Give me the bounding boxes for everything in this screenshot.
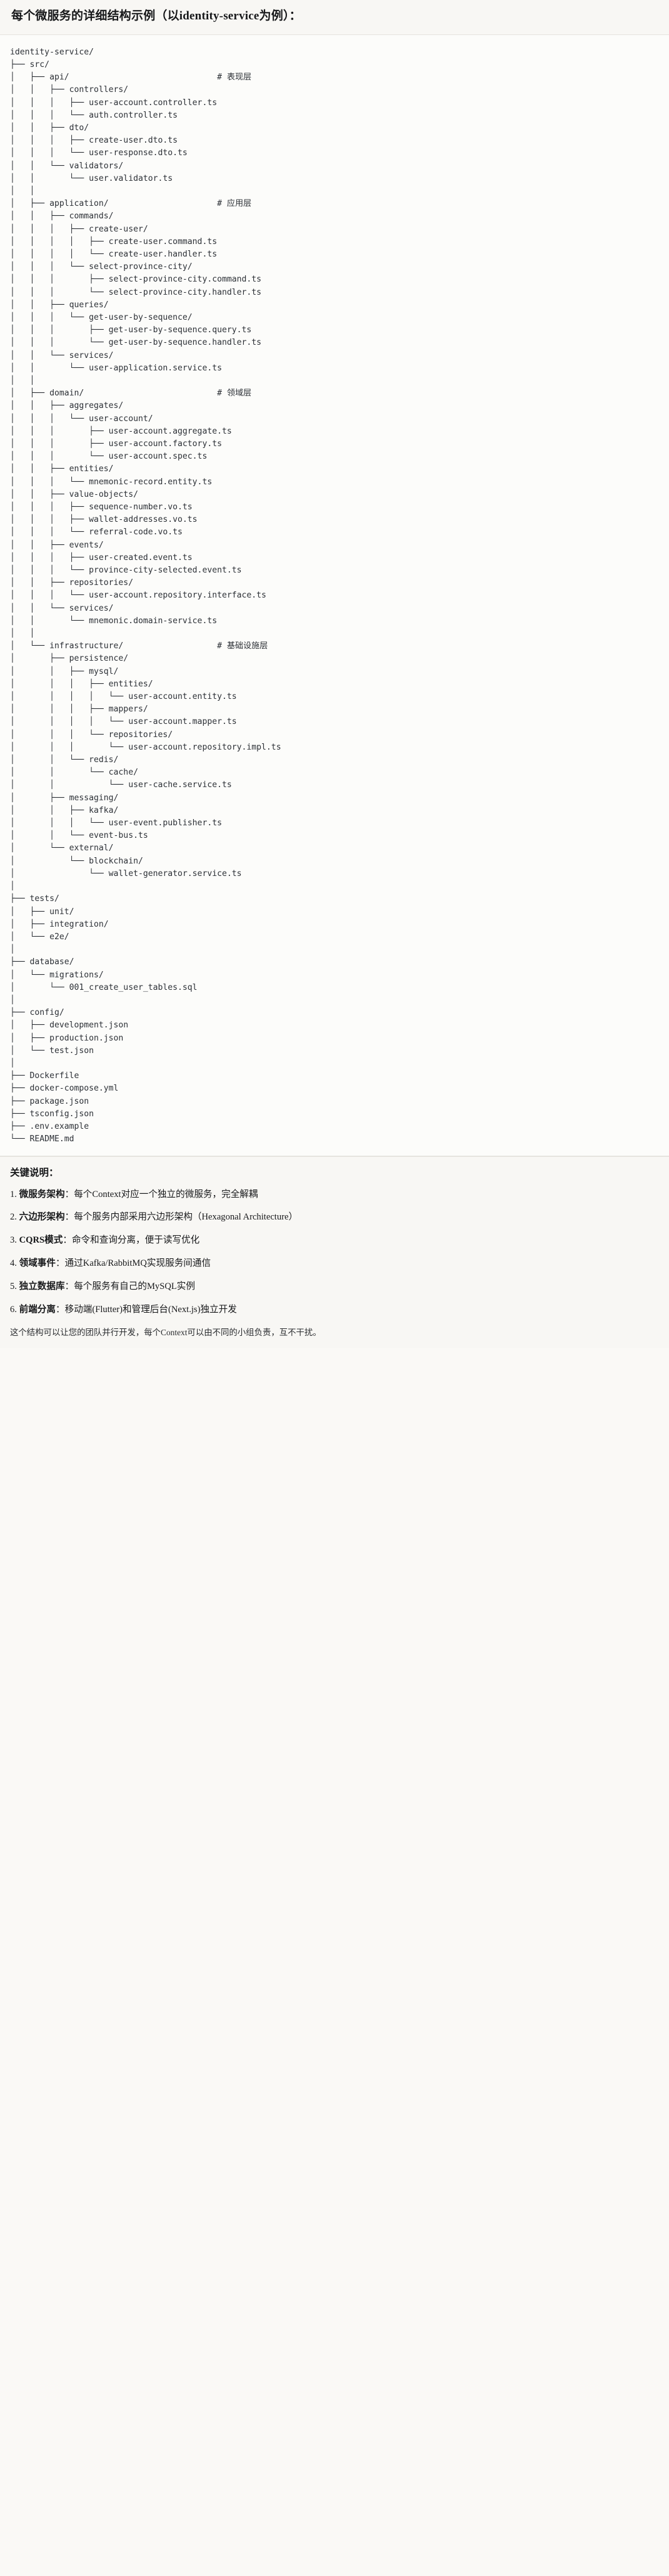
key-note-term: 微服务架构 bbox=[19, 1189, 65, 1199]
key-note-number: 2. bbox=[10, 1212, 17, 1223]
key-note-number: 5. bbox=[10, 1281, 17, 1292]
key-note-term: CQRS模式 bbox=[19, 1235, 63, 1246]
key-note-term: 前端分离 bbox=[19, 1304, 56, 1315]
key-note-number: 4. bbox=[10, 1258, 17, 1269]
key-note-description: ：移动端(Flutter)和管理后台(Next.js)独立开发 bbox=[56, 1304, 237, 1315]
key-note-item: 3. CQRS模式：命令和查询分离，便于读写优化 bbox=[10, 1234, 659, 1248]
page-title: 每个微服务的详细结构示例（以identity-service为例）： bbox=[11, 9, 301, 23]
title-section: 每个微服务的详细结构示例（以identity-service为例）： bbox=[0, 0, 669, 35]
key-note-item: 6. 前端分离：移动端(Flutter)和管理后台(Next.js)独立开发 bbox=[10, 1303, 659, 1317]
document-page: 每个微服务的详细结构示例（以identity-service为例）： ident… bbox=[0, 0, 669, 1348]
key-notes-list: 1. 微服务架构：每个Context对应一个独立的微服务，完全解耦 2. 六边形架… bbox=[10, 1188, 659, 1317]
key-note-item: 1. 微服务架构：每个Context对应一个独立的微服务，完全解耦 bbox=[10, 1188, 659, 1202]
key-note-description: ：每个Context对应一个独立的微服务，完全解耦 bbox=[64, 1189, 258, 1199]
key-note-item: 4. 领域事件：通过Kafka/RabbitMQ实现服务间通信 bbox=[10, 1257, 659, 1271]
key-notes-section: 关键说明： 1. 微服务架构：每个Context对应一个独立的微服务，完全解耦 2… bbox=[0, 1156, 669, 1348]
key-note-term: 独立数据库 bbox=[19, 1281, 65, 1292]
key-note-description: ：每个服务内部采用六边形架构（Hexagonal Architecture） bbox=[64, 1212, 298, 1223]
key-note-item: 2. 六边形架构：每个服务内部采用六边形架构（Hexagonal Archite… bbox=[10, 1211, 659, 1224]
key-note-description: ：命令和查询分离，便于读写优化 bbox=[63, 1235, 200, 1246]
key-note-description: ：通过Kafka/RabbitMQ实现服务间通信 bbox=[56, 1258, 211, 1269]
key-note-term: 领域事件 bbox=[19, 1258, 56, 1269]
key-note-number: 6. bbox=[10, 1304, 17, 1315]
key-note-number: 1. bbox=[10, 1189, 17, 1199]
key-note-item: 5. 独立数据库：每个服务有自己的MySQL实例 bbox=[10, 1280, 659, 1294]
key-note-term: 六边形架构 bbox=[19, 1212, 65, 1223]
key-note-number: 3. bbox=[10, 1235, 17, 1246]
key-notes-footer: 这个结构可以让您的团队并行开发，每个Context可以由不同的小组负责，互不干扰… bbox=[10, 1327, 321, 1337]
directory-tree-section: identity-service/ ├── src/ │ ├── api/ # … bbox=[0, 34, 669, 1157]
key-notes-heading: 关键说明： bbox=[10, 1168, 59, 1179]
key-note-description: ：每个服务有自己的MySQL实例 bbox=[64, 1281, 195, 1292]
directory-tree: identity-service/ ├── src/ │ ├── api/ # … bbox=[10, 47, 281, 1144]
